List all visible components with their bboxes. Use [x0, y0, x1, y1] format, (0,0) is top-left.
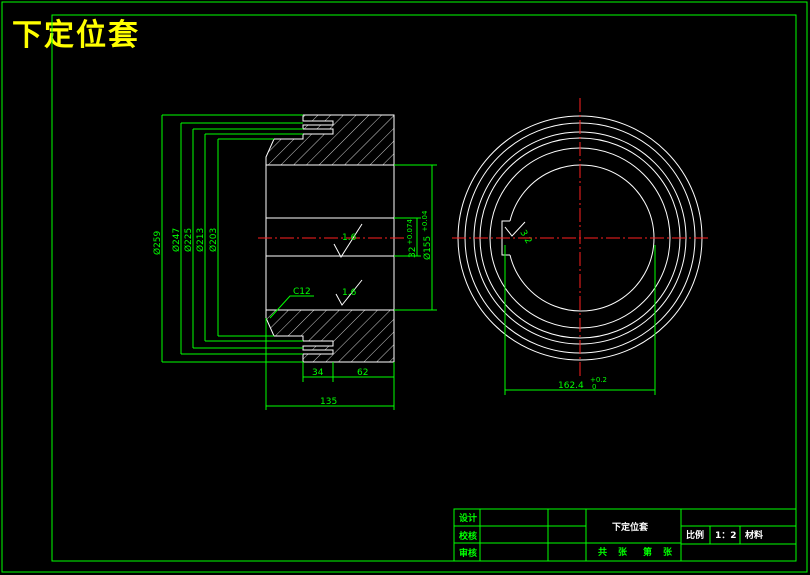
tb-approve: 审核 — [459, 547, 477, 559]
roughness-3: 3.2 — [517, 229, 533, 246]
dim-d155: Ø155 — [422, 236, 433, 260]
tb-material: 材料 — [744, 529, 763, 541]
tb-scale-label: 比例 — [686, 529, 704, 541]
dim-135: 135 — [320, 397, 337, 407]
roughness-1: 1.6 — [342, 233, 357, 243]
tb-check: 校核 — [459, 530, 477, 542]
drawing-title: 下定位套 — [12, 18, 140, 53]
dim-d225: Ø225 — [183, 228, 194, 252]
tb-part-name: 下定位套 — [612, 521, 649, 533]
end-view — [452, 98, 710, 378]
dim-chamfer: C12 — [293, 287, 311, 297]
tb-design: 设计 — [459, 512, 477, 524]
length-dims — [265, 318, 395, 410]
roughness-2: 1.6 — [342, 288, 357, 298]
tb-page: 第 — [643, 546, 652, 558]
dim-d203: Ø203 — [208, 228, 219, 252]
dim-bore-tol-up: +0.2 — [590, 376, 607, 384]
inner-frame — [51, 14, 797, 562]
dim-d155-tol: +0.04 — [421, 210, 429, 232]
tb-total: 共 — [598, 546, 607, 558]
end-bore-dims — [504, 245, 656, 395]
roughness-symbols — [333, 221, 526, 306]
dim-slot-tol: +0.074 — [406, 219, 414, 245]
section-view — [258, 114, 405, 363]
diameter-dims — [161, 114, 303, 363]
dim-d213: Ø213 — [195, 228, 206, 252]
dim-slot: 32 — [408, 247, 418, 258]
dim-34: 34 — [312, 368, 324, 378]
title-block — [453, 508, 797, 562]
dim-d259: Ø259 — [152, 230, 163, 255]
dim-bore: 162.4 — [558, 381, 584, 391]
chamfer-leader — [269, 295, 314, 319]
tb-sheets1: 张 — [618, 546, 628, 558]
dim-d247: Ø247 — [171, 228, 182, 252]
bore-dims — [394, 164, 437, 311]
dim-62: 62 — [357, 368, 368, 378]
dim-bore-tol-low: 0 — [592, 383, 596, 391]
tb-scale-value: 1：2 — [715, 531, 737, 541]
tb-sheets2: 张 — [663, 546, 673, 558]
